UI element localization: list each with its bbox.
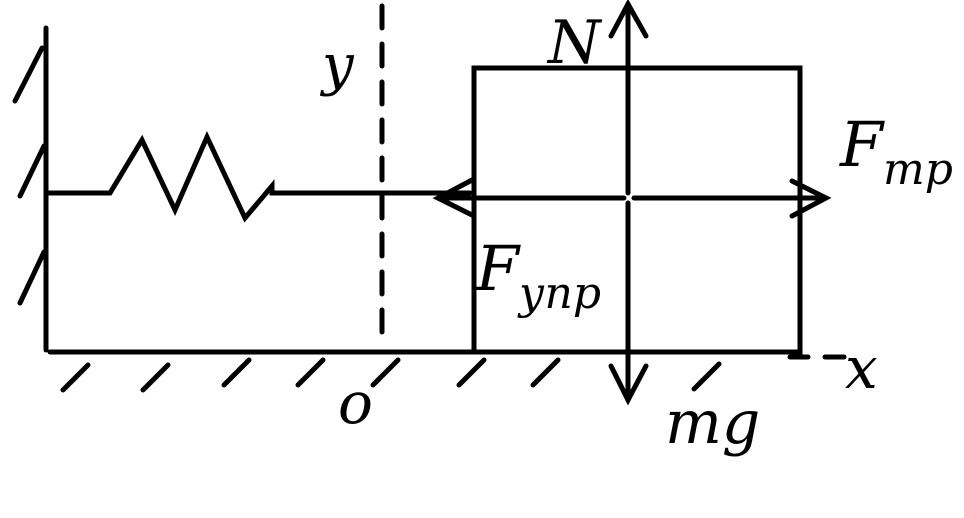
wall-hatch — [17, 249, 47, 306]
floor-hatch — [295, 357, 326, 388]
elastic-force-label-sub: упр — [517, 268, 601, 319]
friction-force-label-main: F — [839, 108, 885, 181]
gravity-force-arrowhead — [608, 363, 649, 406]
floor-hatch — [221, 357, 252, 388]
floor-hatch — [60, 362, 91, 393]
spring — [43, 130, 473, 223]
elastic-force-label-main: F — [475, 232, 521, 305]
normal-force-label: N — [546, 8, 603, 78]
elastic-force-arrowhead — [432, 177, 475, 218]
wall-hatch — [12, 45, 45, 104]
floor-hatch — [140, 362, 171, 393]
friction-force-label-sub: тр — [883, 144, 953, 195]
origin-label: o — [338, 369, 373, 437]
y-axis-label: y — [319, 33, 355, 98]
wall-hatch — [17, 143, 47, 199]
gravity-force-label: mg — [665, 388, 760, 458]
wall — [12, 25, 49, 353]
floor-hatch — [691, 361, 722, 392]
floor — [47, 349, 765, 393]
floor-hatch — [530, 357, 561, 388]
floor-hatch — [456, 357, 487, 388]
normal-force-arrowhead — [608, 0, 649, 39]
floor-hatch — [370, 357, 401, 388]
x-axis-label: x — [845, 334, 878, 402]
friction-force-arrowhead — [789, 178, 832, 219]
elastic-force-label: Fупр — [475, 232, 601, 319]
friction-force-label: Fтр — [839, 108, 953, 195]
